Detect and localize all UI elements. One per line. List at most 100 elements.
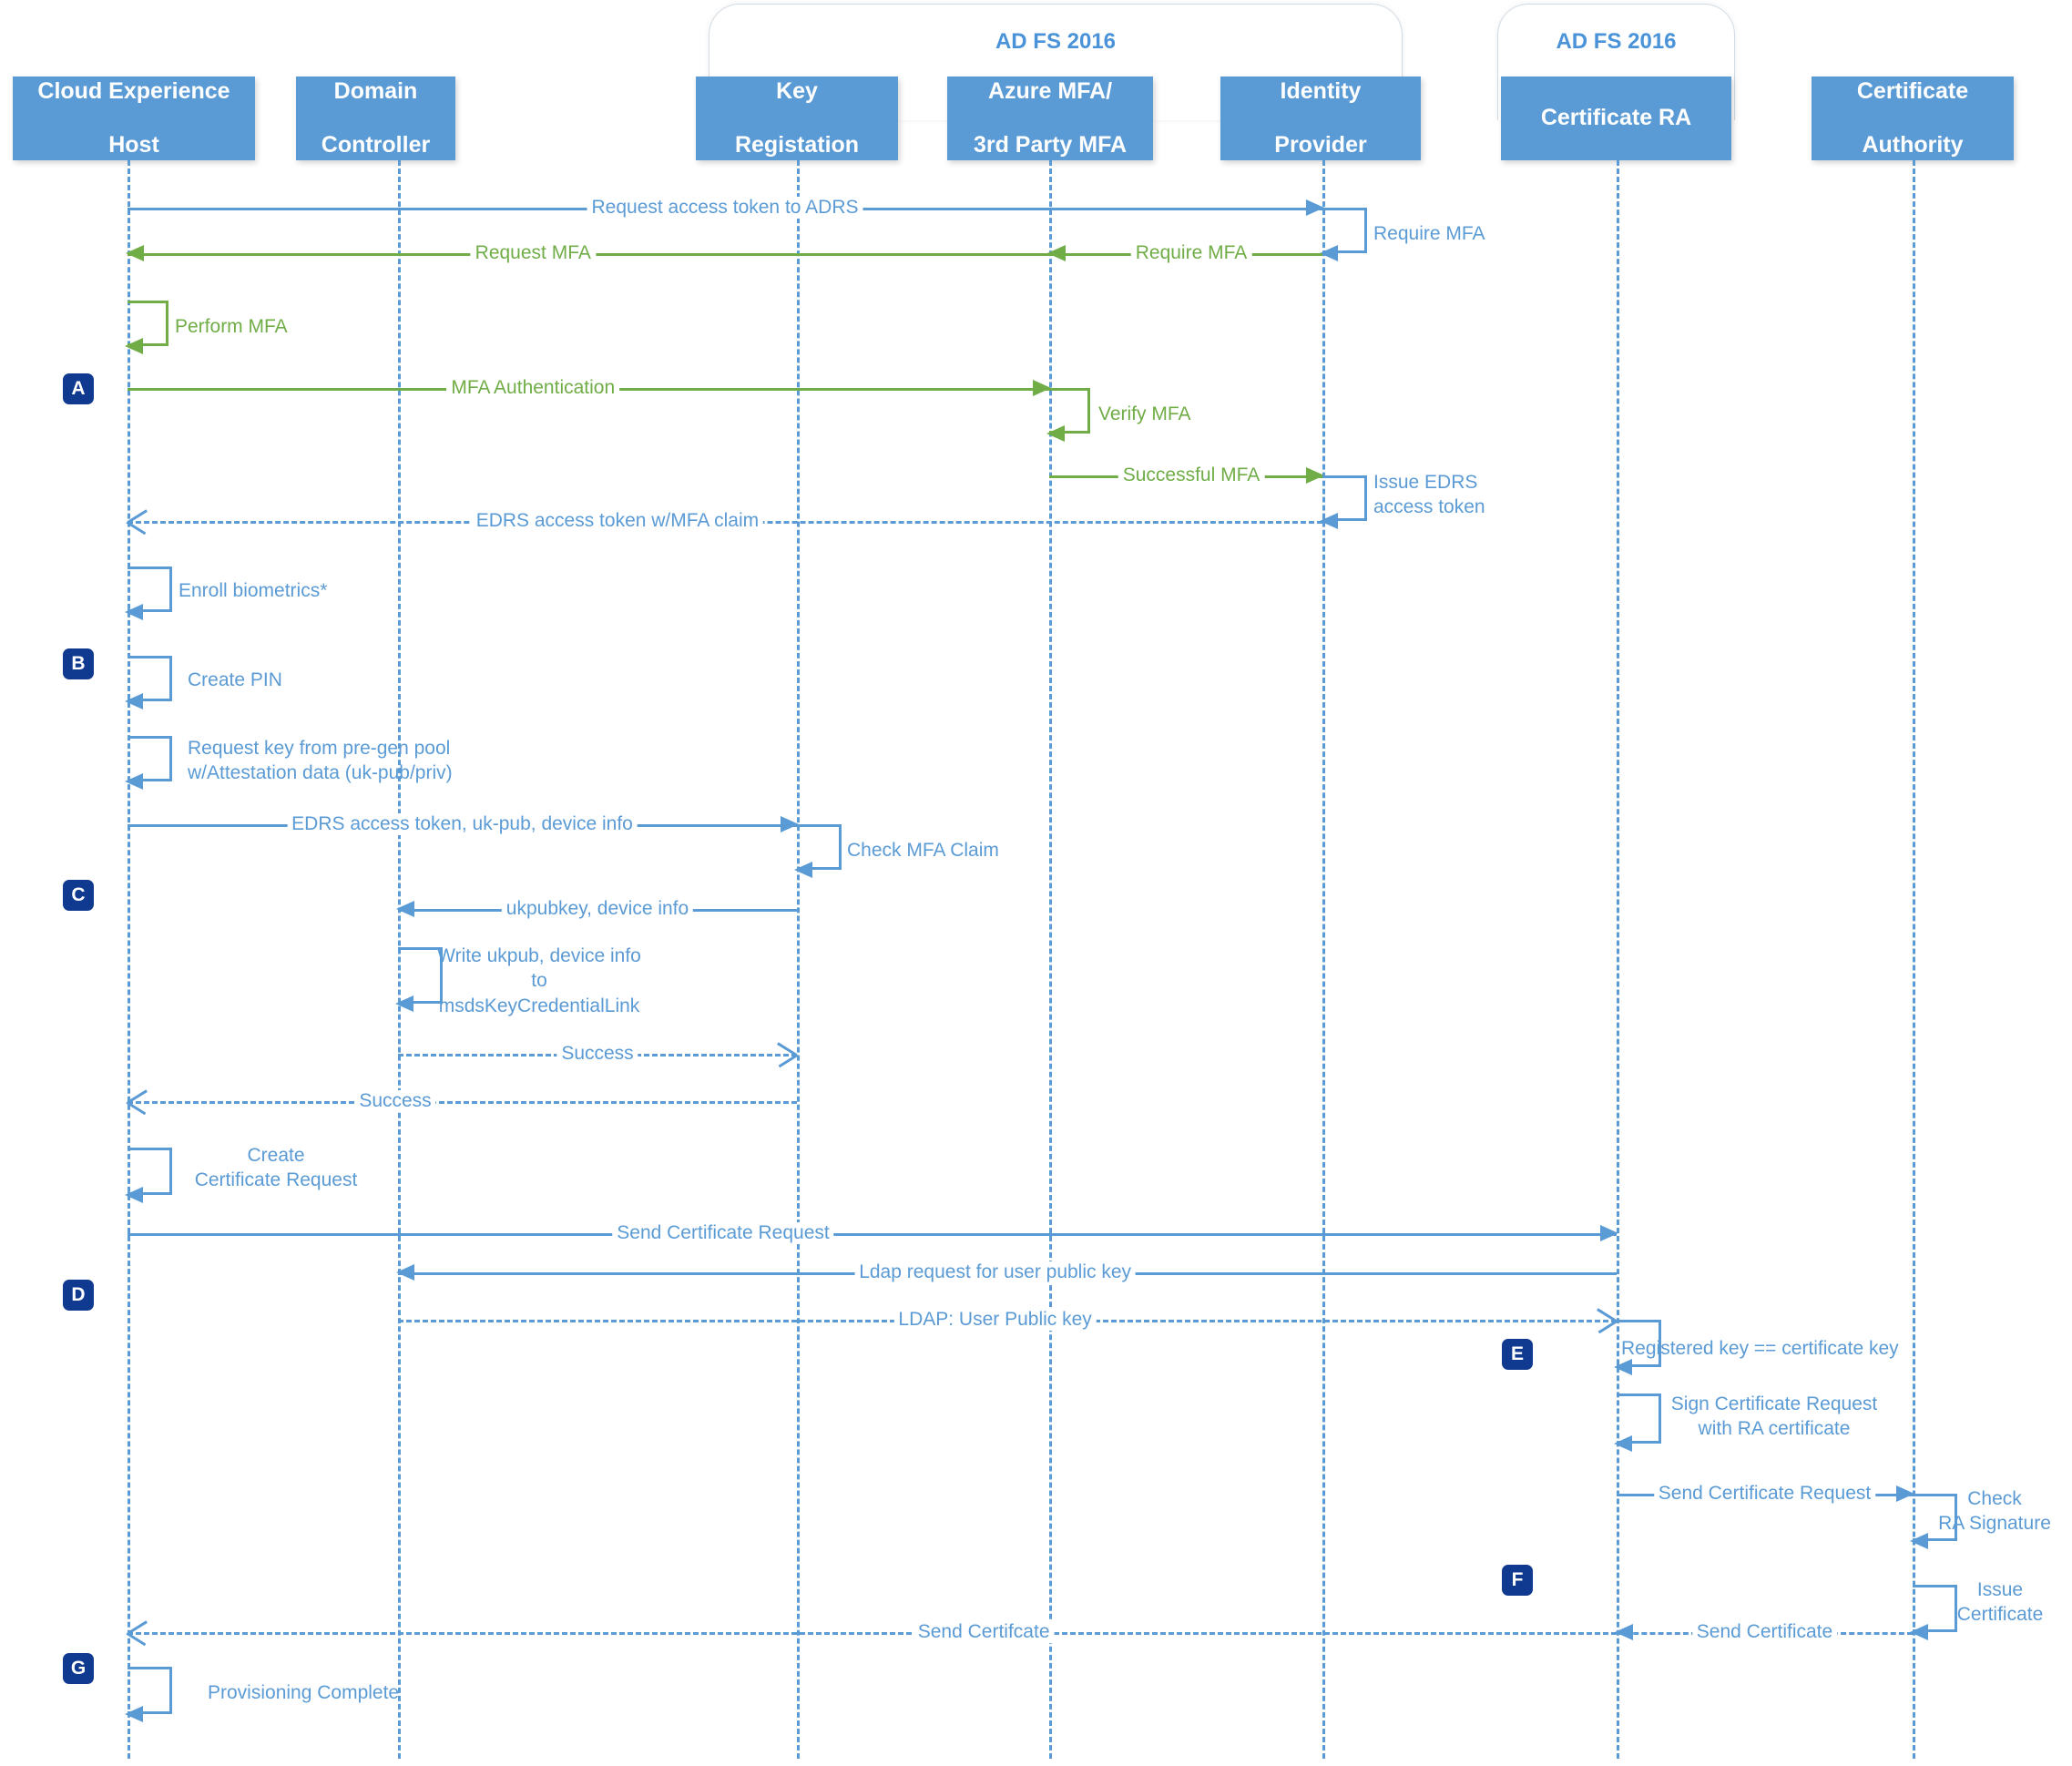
selfloop-label-require-mfa: Require MFA [1373,223,1485,244]
participant-label-line1: Azure MFA/ [987,77,1113,104]
message-label: EDRS access token w/MFA claim [471,510,764,532]
selfloop-create-certificate-request[interactable] [128,1148,172,1195]
arrowhead-left-icon [396,901,414,917]
selfloop-label-line1: Write ukpub, device info [437,945,641,966]
selfloop-label-line2: access token [1373,496,1485,518]
message-label: Success [354,1090,436,1112]
selfloop-label-sign-certificate-request: Sign Certificate Request with RA certifi… [1671,1392,1877,1442]
arrowhead-left-icon [1320,245,1338,261]
participant-cloud-experience-host[interactable]: Cloud Experience Host [13,77,255,160]
selfloop-request-key-from-pregen-pool[interactable] [128,736,172,781]
selfloop-issue-certificate[interactable] [1913,1585,1957,1632]
selfloop-create-pin[interactable] [128,656,172,701]
section-badge-d: D [63,1280,94,1311]
message-line [128,1101,797,1104]
selfloop-provisioning-complete[interactable] [128,1667,172,1714]
arrowhead-open-left-icon [128,1620,148,1644]
participant-label-line2: Registation [734,131,860,158]
selfloop-label-verify-mfa: Verify MFA [1098,403,1191,424]
message-label: Send Certificate Request [612,1222,834,1244]
participant-certificate-ra[interactable]: Certificate RA [1501,77,1731,160]
selfloop-perform-mfa[interactable] [128,301,168,346]
participant-label-line2: Controller [321,131,431,158]
arrowhead-left-icon [1320,513,1338,529]
selfloop-label-issue-certificate: Issue Certificate [1957,1577,2044,1628]
message-label: Ldap request for user public key [854,1261,1137,1283]
lifeline-azure-mfa [1049,160,1052,1759]
lifeline-certificate-ra [1617,160,1619,1759]
selfloop-issue-edrs-access-token[interactable] [1322,475,1367,521]
arrowhead-left-icon [125,1187,143,1203]
selfloop-label-check-ra-signature: Check RA Signature [1938,1486,2051,1536]
selfloop-label-check-mfa-claim: Check MFA Claim [847,840,999,861]
participant-label-line2: Provider [1274,131,1367,158]
message-label: Send Certificate [1691,1621,1838,1643]
lifeline-identity-provider [1322,160,1325,1759]
selfloop-write-ukpub-to-msdskeycredentiallink[interactable] [398,947,443,1004]
arrowhead-left-icon [396,1264,414,1281]
section-badge-e: E [1502,1339,1533,1370]
arrowhead-right-icon [781,816,799,832]
arrowhead-left-icon [126,245,144,261]
arrowhead-left-icon [1614,1359,1632,1375]
selfloop-label-line1: Check [1967,1488,2022,1509]
arrowhead-open-left-icon [128,509,148,533]
message-label: Request MFA [470,242,596,264]
arrowhead-right-icon [1600,1225,1618,1241]
participant-label-line1: Cloud Experience [37,77,230,104]
participant-azure-mfa[interactable]: Azure MFA/ 3rd Party MFA [947,77,1153,160]
selfloop-registered-key-equals-certificate-key[interactable] [1617,1320,1661,1367]
participant-label-line1: Certificate [1856,77,1969,104]
participant-identity-provider[interactable]: Identity Provider [1220,77,1421,160]
arrowhead-left-icon [125,693,143,709]
selfloop-label-create-pin: Create PIN [188,669,282,690]
selfloop-label-create-certificate-request: Create Certificate Request [195,1143,358,1193]
participant-certificate-authority[interactable]: Certificate Authority [1812,77,2014,160]
selfloop-label-line1: Issue EDRS [1373,472,1478,493]
selfloop-label-line2: Certificate Request [194,1169,358,1191]
arrowhead-left-icon [125,604,143,620]
selfloop-label-line2: with RA certificate [1698,1418,1851,1440]
selfloop-label-line3: msdsKeyCredentialLink [438,995,640,1016]
section-badge-c: C [63,880,94,911]
arrowhead-left-icon [1047,245,1066,261]
selfloop-label-line1: Create [247,1145,305,1166]
selfloop-verify-mfa[interactable] [1049,388,1090,434]
message-label: Successful MFA [1118,464,1265,486]
selfloop-require-mfa[interactable] [1322,208,1367,253]
message-label: MFA Authentication [446,377,620,399]
selfloop-check-mfa-claim[interactable] [797,824,842,870]
selfloop-check-ra-signature[interactable] [1913,1494,1957,1541]
arrowhead-left-icon [125,773,143,790]
section-badge-b: B [63,648,94,679]
message-label: Require MFA [1130,242,1252,264]
arrowhead-open-right-icon [777,1042,797,1066]
selfloop-label-perform-mfa: Perform MFA [175,316,288,337]
participant-label-line1: Certificate RA [1540,105,1692,131]
participant-label-line1: Identity [1280,77,1362,104]
participant-domain-controller[interactable]: Domain Controller [296,77,455,160]
message-label: Send Certifcate [913,1621,1055,1643]
arrowhead-left-icon [395,995,413,1012]
selfloop-label-line1: Request key from pre-gen pool [188,738,451,759]
lifeline-domain-controller [398,160,401,1759]
lifeline-key-registration [797,160,800,1759]
selfloop-sign-certificate-request[interactable] [1617,1393,1661,1444]
arrowhead-left-icon [1614,1435,1632,1452]
selfloop-enroll-biometrics[interactable] [128,567,172,612]
message-label: Send Certificate Request [1653,1483,1876,1505]
selfloop-label-line2: RA Signature [1938,1513,2051,1535]
group-adfs-2016-left-label: AD FS 2016 [995,29,1117,54]
selfloop-label-line1: Sign Certificate Request [1670,1393,1878,1414]
arrowhead-left-icon [1046,425,1065,442]
selfloop-label-enroll-biometrics: Enroll biometrics* [179,580,328,601]
message-label: Success [556,1043,638,1065]
participant-label-line2: Host [108,131,159,158]
message-label: LDAP: User Public key [893,1309,1097,1331]
selfloop-label-line2: to [531,970,547,992]
group-adfs-2016-right-label: AD FS 2016 [1556,29,1677,54]
section-badge-f: F [1502,1565,1533,1596]
participant-key-registration[interactable]: Key Registation [696,77,898,160]
selfloop-label-line1: Issue [1976,1579,2024,1600]
